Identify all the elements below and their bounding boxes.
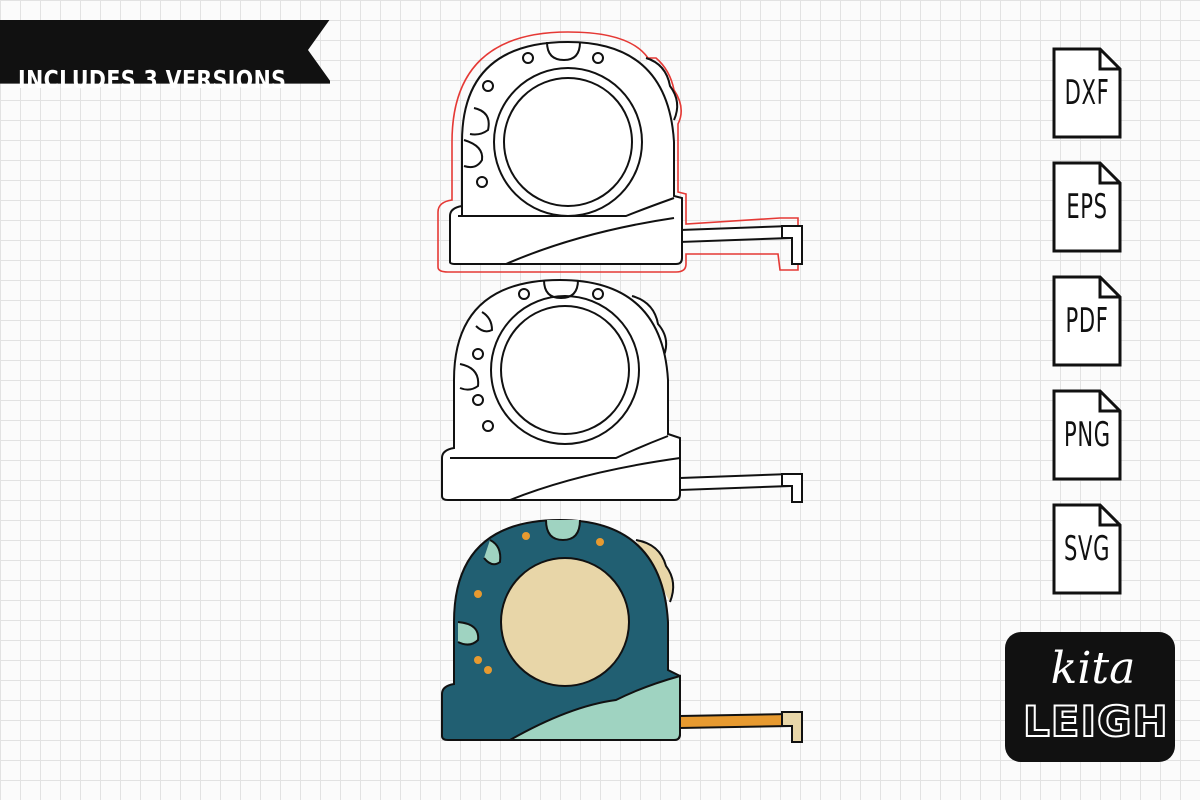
versions-banner: INCLUDES 3 VERSIONS bbox=[0, 16, 332, 100]
format-svg: SVG bbox=[1050, 501, 1124, 597]
file-icon bbox=[1052, 47, 1122, 139]
format-label: PDF bbox=[1065, 301, 1109, 341]
brand-logo: kita LEIGH bbox=[1005, 632, 1175, 762]
format-label: PNG bbox=[1064, 415, 1111, 455]
tape-measure-color-version bbox=[441, 518, 803, 743]
file-format-list: DXF EPS PDF PNG SVG bbox=[1050, 45, 1130, 615]
format-dxf: DXF bbox=[1050, 45, 1124, 141]
file-icon bbox=[1052, 503, 1122, 595]
banner-text: INCLUDES 3 VERSIONS bbox=[18, 65, 287, 94]
format-eps: EPS bbox=[1050, 159, 1124, 255]
logo-script-text: kita bbox=[1050, 643, 1136, 694]
format-label: EPS bbox=[1066, 187, 1108, 227]
tape-measure-line-version bbox=[441, 278, 803, 503]
format-png: PNG bbox=[1050, 387, 1124, 483]
format-label: DXF bbox=[1064, 73, 1110, 113]
banner-ribbon-shape bbox=[0, 16, 332, 84]
logo-block-text: LEIGH bbox=[1022, 696, 1169, 747]
format-label: SVG bbox=[1064, 529, 1111, 569]
file-icon bbox=[1052, 275, 1122, 367]
file-icon bbox=[1052, 161, 1122, 253]
tape-measure-cut-version bbox=[437, 31, 803, 273]
file-icon bbox=[1052, 389, 1122, 481]
format-pdf: PDF bbox=[1050, 273, 1124, 369]
